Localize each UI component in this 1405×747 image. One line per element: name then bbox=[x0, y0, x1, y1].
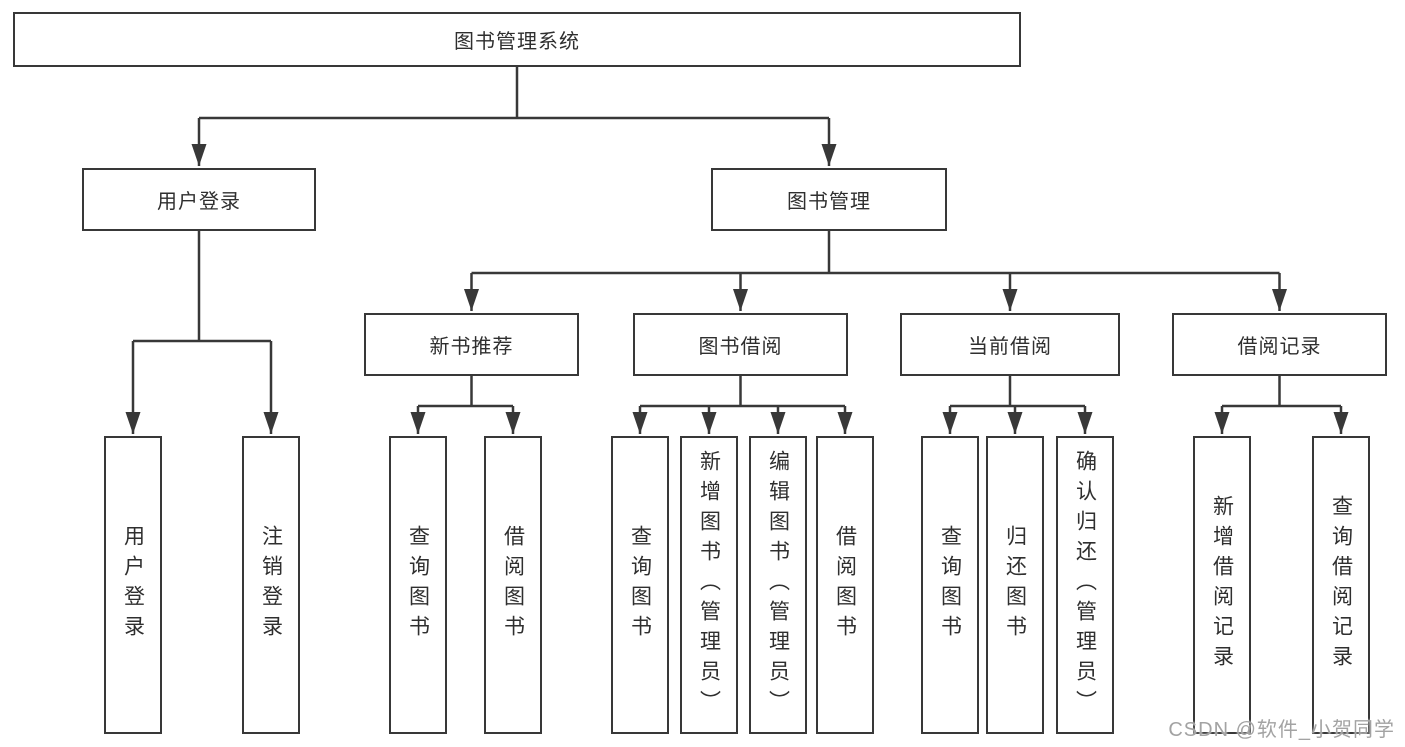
leaf-borrow-books: 借阅图书 bbox=[484, 436, 542, 734]
leaf-edit-book-admin: 编辑图书（管理员） bbox=[749, 436, 807, 734]
connector-trunks bbox=[133, 67, 1341, 408]
leaf-label: 用户登录 bbox=[121, 525, 145, 645]
leaf-query-books: 查询图书 bbox=[389, 436, 447, 734]
node-user-login: 用户登录 bbox=[82, 168, 316, 231]
leaf-label: 编辑图书（管理员） bbox=[766, 450, 790, 720]
node-new-book-recommend: 新书推荐 bbox=[364, 313, 579, 376]
leaf-label: 查询图书 bbox=[406, 525, 430, 645]
leaf-label: 归还图书 bbox=[1003, 525, 1027, 645]
leaf-label: 查询借阅记录 bbox=[1329, 495, 1353, 675]
leaf-logout: 注销登录 bbox=[242, 436, 300, 734]
leaf-borrow-books: 借阅图书 bbox=[816, 436, 874, 734]
leaf-label: 确认归还（管理员） bbox=[1073, 450, 1097, 720]
leaf-label: 查询图书 bbox=[628, 525, 652, 645]
leaf-query-borrow-record: 查询借阅记录 bbox=[1312, 436, 1370, 734]
leaf-label: 注销登录 bbox=[259, 525, 283, 645]
leaf-label: 查询图书 bbox=[938, 525, 962, 645]
leaf-label: 借阅图书 bbox=[833, 525, 857, 645]
leaf-return-books: 归还图书 bbox=[986, 436, 1044, 734]
leaf-query-books: 查询图书 bbox=[611, 436, 669, 734]
leaf-label: 新增图书（管理员） bbox=[697, 450, 721, 720]
leaf-user-login: 用户登录 bbox=[104, 436, 162, 734]
leaf-add-borrow-record: 新增借阅记录 bbox=[1193, 436, 1251, 734]
csdn-watermark: CSDN @软件_小贺同学 bbox=[1168, 719, 1395, 741]
leaf-confirm-return-admin: 确认归还（管理员） bbox=[1056, 436, 1114, 734]
leaf-label: 新增借阅记录 bbox=[1210, 495, 1234, 675]
leaf-label: 借阅图书 bbox=[501, 525, 525, 645]
node-library-management-system: 图书管理系统 bbox=[13, 12, 1021, 67]
node-borrow-records: 借阅记录 bbox=[1172, 313, 1387, 376]
leaf-add-book-admin: 新增图书（管理员） bbox=[680, 436, 738, 734]
node-book-management: 图书管理 bbox=[711, 168, 947, 231]
node-book-borrow: 图书借阅 bbox=[633, 313, 848, 376]
node-current-borrow: 当前借阅 bbox=[900, 313, 1120, 376]
leaf-query-books: 查询图书 bbox=[921, 436, 979, 734]
